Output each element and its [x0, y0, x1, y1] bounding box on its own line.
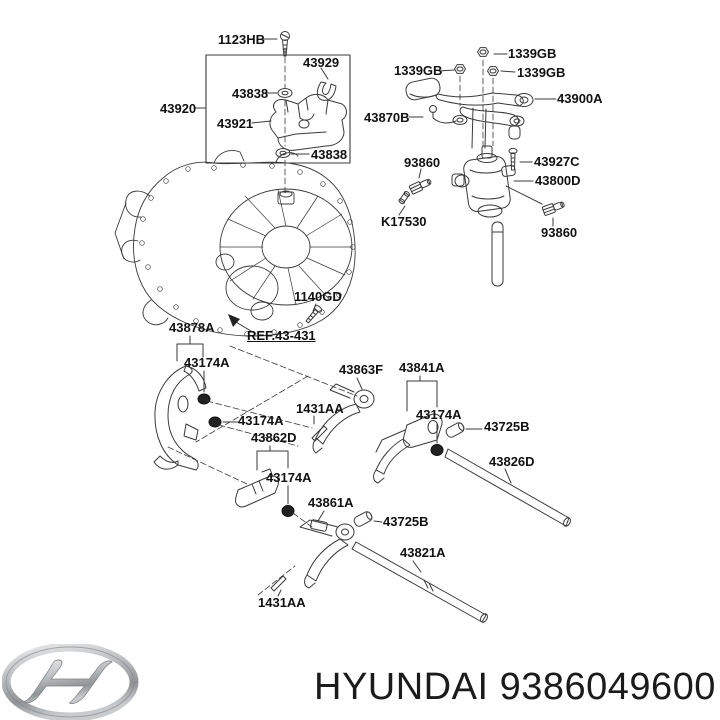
part-label-43725b-bottom: 43725B: [383, 514, 429, 529]
transmission-case-drawing: [114, 150, 356, 337]
nut-1339gb-left-drawing: [454, 64, 466, 74]
part-label-43821a: 43821A: [400, 545, 446, 560]
switch-93860-right-drawing: [541, 201, 565, 216]
nut-1339gb-top-drawing: [477, 47, 489, 57]
bushing-43174a-bottom: [281, 505, 295, 517]
stud-k17530-drawing: [398, 191, 411, 205]
part-label-43174a-2: 43174A: [238, 413, 284, 428]
part-label-1431aa-lower: 1431AA: [258, 595, 306, 610]
fork-43863f-drawing: [312, 383, 375, 454]
part-label-93860-left: 93860: [404, 155, 441, 170]
part-label-43826d: 43826D: [489, 454, 535, 469]
brand-text: HYUNDAI: [314, 666, 489, 708]
part-label-43838-upper: 43838: [232, 86, 269, 101]
plug-43725b-right-drawing: [445, 422, 465, 438]
part-label-1140gd: 1140GD: [294, 289, 342, 304]
clip-43929-drawing: [316, 81, 337, 101]
part-label-43921: 43921: [217, 116, 254, 131]
link-43870b-drawing: [429, 105, 468, 125]
part-label-43878a: 43878A: [169, 320, 215, 335]
grommet-43174a-1: [197, 393, 211, 405]
part-label-43861a: 43861A: [308, 495, 354, 510]
fork-43878a-drawing: [153, 365, 207, 471]
shift-control-assembly-drawing: [398, 47, 565, 287]
part-label-43838-lower: 43838: [311, 147, 348, 162]
pin-1431aa-upper-drawing: [311, 425, 328, 442]
part-label-43863f: 43863F: [339, 362, 384, 377]
bushing-43174a-right: [430, 444, 444, 456]
part-label-43929: 43929: [303, 55, 340, 70]
fork-rail-drawings: [153, 365, 571, 623]
case-bolt-holes: [139, 162, 356, 337]
footer-caption: HYUNDAI 9386049600: [314, 666, 716, 709]
part-label-43900a: 43900A: [557, 91, 603, 106]
part-label-43174a-3: 43174A: [416, 407, 462, 422]
part-label-1339gb-right: 1339GB: [517, 65, 566, 80]
bolt-43927c-drawing: [508, 147, 518, 171]
bracket-43921-drawing: [269, 93, 347, 151]
alignment-axes: [167, 47, 494, 596]
part-number-text: 9386049600: [499, 666, 716, 708]
part-label-43927c: 43927C: [534, 154, 580, 169]
control-43800d-drawing: [451, 145, 516, 218]
part-label-43800d: 43800D: [535, 173, 581, 188]
bracket-group-box: [205, 31, 351, 164]
part-label-1431aa-upper: 1431AA: [296, 401, 344, 416]
washer-43838-lower-drawing: [275, 148, 291, 158]
part-label-43725b-right: 43725B: [484, 419, 530, 434]
washer-43838-upper-drawing: [277, 88, 293, 98]
rail-43826d-drawing: [444, 448, 571, 527]
ref-arrow: [228, 314, 257, 335]
part-label-43920: 43920: [160, 101, 197, 116]
part-label-43841a: 43841A: [399, 360, 445, 375]
part-label-43870b: 43870B: [364, 110, 410, 125]
hyundai-logo-icon: [2, 644, 139, 720]
leader-lines: [176, 38, 557, 597]
select-lever-43900a-drawing: [405, 77, 534, 149]
part-label-1123hb: 1123HB: [218, 32, 265, 47]
nut-1339gb-right-drawing: [487, 66, 499, 76]
part-label-1339gb-top: 1339GB: [508, 46, 557, 61]
part-label-1339gb-left: 1339GB: [394, 63, 443, 78]
part-label-43862d: 43862D: [251, 430, 297, 445]
part-label-93860-right: 93860: [541, 225, 578, 240]
part-label-43174a-4: 43174A: [266, 470, 312, 485]
grommet-43174a-2: [208, 416, 222, 428]
switch-93860-left-drawing: [408, 178, 432, 195]
part-label-43174a-1: 43174A: [184, 355, 230, 370]
pin-1431aa-lower-drawing: [270, 575, 287, 592]
screw-1123hb-drawing: [280, 31, 290, 57]
ref-note-43-431: REF.43-431: [247, 328, 316, 343]
rail-43821a-drawing: [351, 541, 488, 623]
fork-43862d-drawing: [235, 468, 355, 589]
plug-43725b-bottom-drawing: [353, 511, 373, 527]
part-label-k17530: K17530: [381, 214, 427, 229]
control-shaft-drawing: [491, 221, 504, 287]
